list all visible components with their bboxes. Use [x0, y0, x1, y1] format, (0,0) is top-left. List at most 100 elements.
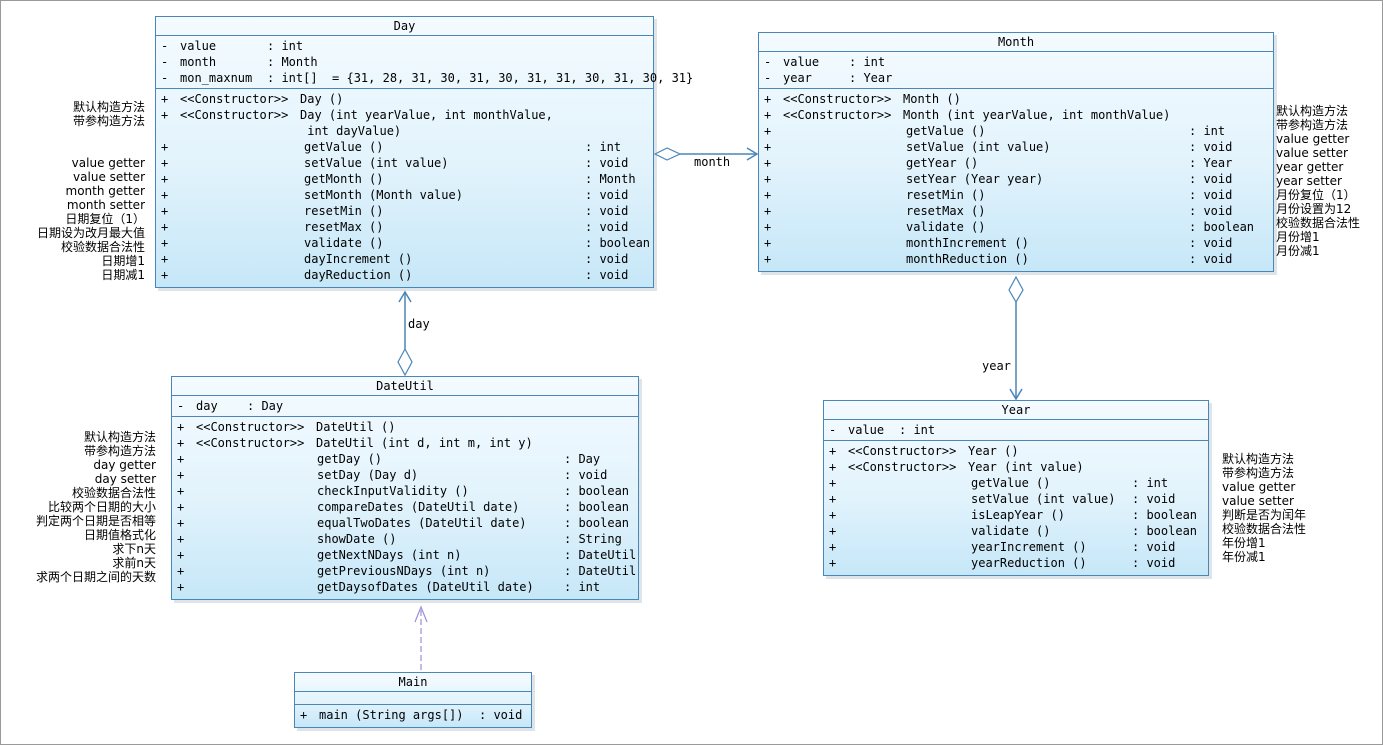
- dateutil-operation-row[interactable]: +getDay (): Day: [172, 451, 638, 467]
- operation-ret: : boolean: [1132, 508, 1198, 522]
- operation-name: setDay (Day d): [317, 468, 419, 482]
- month-year-association: [1008, 275, 1024, 401]
- operation-stereo: <<Constructor>>: [783, 108, 892, 122]
- class-dateutil[interactable]: DateUtil -day: Day +<<Constructor>>DateUti…: [171, 376, 639, 600]
- month-operation-row[interactable]: +validate (): boolean: [759, 219, 1273, 235]
- day-operation-row[interactable]: +<<Constructor>>Day (): [156, 91, 653, 107]
- month-operation-row[interactable]: +<<Constructor>>Month (): [759, 91, 1273, 107]
- year-operation-row[interactable]: +<<Constructor>>Year (): [824, 443, 1208, 459]
- operation-vis: +: [764, 172, 772, 186]
- operation-name: Year (): [968, 444, 1019, 458]
- dateutil-attribute-row[interactable]: -day: Day: [172, 398, 638, 414]
- main-operation-row[interactable]: +main (String args[]): void: [295, 707, 531, 723]
- day-operation-row[interactable]: +dayReduction (): void: [156, 267, 653, 283]
- operation-ret: : void: [1189, 252, 1233, 266]
- day-operation-row[interactable]: +getValue (): int: [156, 139, 653, 155]
- day-operation-row[interactable]: +validate (): boolean: [156, 235, 653, 251]
- operation-name: main (String args[]): [319, 708, 464, 722]
- operation-name: getNextNDays (int n): [317, 548, 462, 562]
- dateutil-operation-row[interactable]: +compareDates (DateUtil date): boolean: [172, 499, 638, 515]
- operation-ret: : void: [1132, 556, 1176, 570]
- operation-ret: : void: [585, 156, 629, 170]
- attribute-vis: -: [161, 55, 169, 69]
- day-operations: +<<Constructor>>Day ()+<<Constructor>>Da…: [156, 89, 653, 287]
- month-operation-row[interactable]: +<<Constructor>>Month (int yearValue, in…: [759, 107, 1273, 123]
- operation-vis: +: [829, 524, 837, 538]
- year-attributes: -value: int: [824, 420, 1208, 441]
- dateutil-class-name: DateUtil: [172, 377, 638, 396]
- day-attribute-row[interactable]: -month: Month: [156, 54, 653, 70]
- operation-ret: : void: [1132, 540, 1176, 554]
- attribute-type: : int: [849, 55, 886, 69]
- operation-ret: : int: [564, 580, 601, 594]
- operation-vis: +: [161, 156, 169, 170]
- month-operation-row[interactable]: +monthIncrement (): void: [759, 235, 1273, 251]
- dateutil-operation-row[interactable]: +<<Constructor>>DateUtil (int d, int m, …: [172, 435, 638, 451]
- month-operation-row[interactable]: +getValue (): int: [759, 123, 1273, 139]
- arrowhead-day: [398, 290, 412, 303]
- main-attributes: [295, 692, 531, 705]
- month-attribute-row[interactable]: -value: int: [759, 54, 1273, 70]
- day-operation-row[interactable]: int dayValue): [156, 123, 653, 139]
- operation-ret: : boolean: [585, 236, 651, 250]
- year-attribute-row[interactable]: -value: int: [824, 422, 1208, 438]
- dateutil-operation-row[interactable]: +showDate (): String: [172, 531, 638, 547]
- operation-ret: : void: [1132, 492, 1176, 506]
- year-operation-row[interactable]: +isLeapYear (): boolean: [824, 507, 1208, 523]
- operation-vis: +: [829, 556, 837, 570]
- dateutil-operation-row[interactable]: +checkInputValidity (): boolean: [172, 483, 638, 499]
- day-operation-row[interactable]: +dayIncrement (): void: [156, 251, 653, 267]
- month-operation-row[interactable]: +getYear (): Year: [759, 155, 1273, 171]
- operation-vis: +: [764, 252, 772, 266]
- year-operation-row[interactable]: +setValue (int value): void: [824, 491, 1208, 507]
- day-operation-row[interactable]: +setMonth (Month value): void: [156, 187, 653, 203]
- dateutil-attributes: -day: Day: [172, 396, 638, 417]
- year-operation-row[interactable]: +yearIncrement (): void: [824, 539, 1208, 555]
- month-operation-row[interactable]: +monthReduction (): void: [759, 251, 1273, 267]
- year-operation-row[interactable]: +getValue (): int: [824, 475, 1208, 491]
- attribute-name: day: [196, 399, 218, 413]
- operation-stereo: <<Constructor>>: [196, 420, 305, 434]
- day-operation-row[interactable]: +resetMax (): void: [156, 219, 653, 235]
- dateutil-operation-row[interactable]: +getDaysofDates (DateUtil date): int: [172, 579, 638, 595]
- class-month[interactable]: Month-value: int-year: Year+<<Constructo…: [758, 32, 1274, 272]
- operation-name: DateUtil (int d, int m, int y): [316, 436, 533, 450]
- day-operation-row[interactable]: +getMonth (): Month: [156, 171, 653, 187]
- operation-vis: +: [161, 268, 169, 282]
- operation-ret: : void: [585, 220, 629, 234]
- operation-ret: : void: [1189, 172, 1233, 186]
- month-attribute-row[interactable]: -year: Year: [759, 70, 1273, 86]
- note-month: 默认构造方法 带参构造方法 value getter value setter …: [1276, 104, 1361, 258]
- dateutil-operation-row[interactable]: +getPreviousNDays (int n): DateUtil: [172, 563, 638, 579]
- class-main[interactable]: Main+main (String args[]): void: [294, 672, 532, 728]
- year-operation-row[interactable]: +<<Constructor>>Year (int value): [824, 459, 1208, 475]
- operation-vis: +: [161, 188, 169, 202]
- year-operation-row[interactable]: +validate (): boolean: [824, 523, 1208, 539]
- month-operation-row[interactable]: +setValue (int value): void: [759, 139, 1273, 155]
- day-operation-row[interactable]: +resetMin (): void: [156, 203, 653, 219]
- month-operation-row[interactable]: +setYear (Year year): void: [759, 171, 1273, 187]
- arrowhead-year: [1009, 388, 1023, 401]
- label-month-role: month: [694, 155, 731, 169]
- day-operation-row[interactable]: +setValue (int value): void: [156, 155, 653, 171]
- day-attribute-row[interactable]: -value: int: [156, 38, 653, 54]
- day-attribute-row[interactable]: -mon_maxnum: int[] = {31, 28, 31, 30, 31…: [156, 70, 693, 86]
- month-operation-row[interactable]: +resetMax (): void: [759, 203, 1273, 219]
- month-operation-row[interactable]: +resetMin (): void: [759, 187, 1273, 203]
- operation-stereo: <<Constructor>>: [783, 92, 892, 106]
- day-operation-row[interactable]: +<<Constructor>>Day (int yearValue, int …: [156, 107, 653, 123]
- operation-vis: +: [161, 108, 169, 122]
- operation-name: resetMax (): [304, 220, 384, 234]
- operation-ret: : void: [585, 268, 629, 282]
- operation-name: resetMin (): [304, 204, 384, 218]
- dateutil-operation-row[interactable]: +equalTwoDates (DateUtil date): boolean: [172, 515, 638, 531]
- class-day[interactable]: Day-value: int-month: Month-mon_maxnum: …: [155, 16, 693, 288]
- operation-name: getDaysofDates (DateUtil date): [317, 580, 534, 594]
- year-operation-row[interactable]: +yearReduction (): void: [824, 555, 1208, 571]
- class-year[interactable]: Year-value: int+<<Constructor>>Year ()+<…: [823, 400, 1209, 576]
- operation-vis: +: [764, 92, 772, 106]
- dateutil-operation-row[interactable]: +setDay (Day d): void: [172, 467, 638, 483]
- dateutil-operation-row[interactable]: +getNextNDays (int n): DateUtil: [172, 547, 638, 563]
- dateutil-operation-row[interactable]: +<<Constructor>>DateUtil (): [172, 419, 638, 435]
- operation-vis: +: [829, 460, 837, 474]
